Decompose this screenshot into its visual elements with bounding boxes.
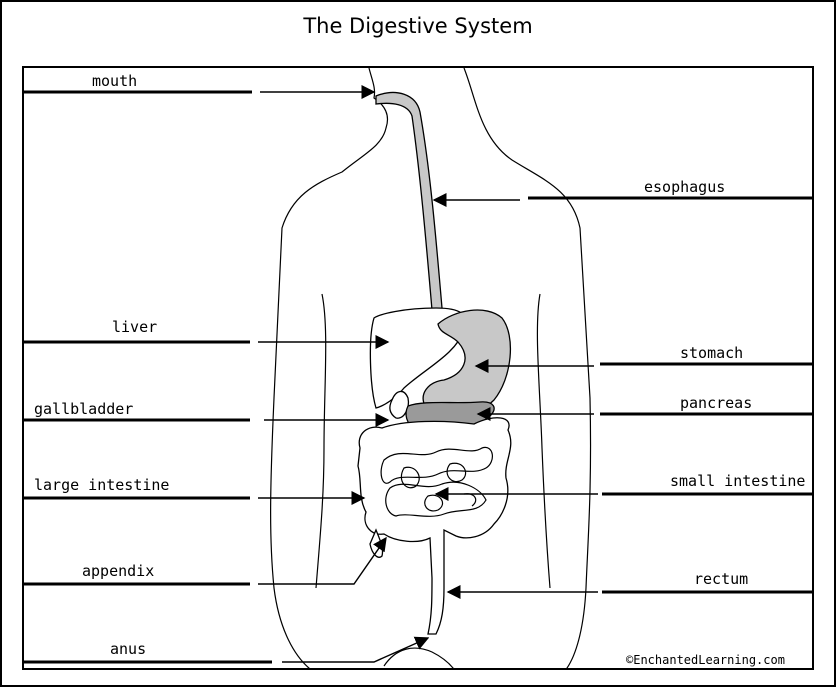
large-intestine-organ (358, 418, 511, 634)
diagram-figure: mouth esophagus liver stomach gallbladde… (22, 66, 814, 670)
label-esophagus: esophagus (644, 178, 725, 196)
label-appendix: appendix (82, 562, 154, 580)
label-large-intestine: large intestine (34, 476, 169, 494)
label-anus: anus (110, 640, 146, 658)
label-gallbladder: gallbladder (34, 400, 133, 418)
label-small-intestine: small intestine (670, 472, 805, 490)
label-rectum: rectum (694, 570, 748, 588)
label-mouth: mouth (92, 72, 137, 90)
label-pancreas: pancreas (680, 394, 752, 412)
credit-text: ©EnchantedLearning.com (626, 653, 785, 667)
body-outline (271, 68, 591, 670)
label-stomach: stomach (680, 344, 743, 362)
diagram-title: The Digestive System (0, 14, 836, 38)
label-liver: liver (112, 318, 157, 336)
digestive-system-diagram: mouth esophagus liver stomach gallbladde… (24, 68, 814, 670)
